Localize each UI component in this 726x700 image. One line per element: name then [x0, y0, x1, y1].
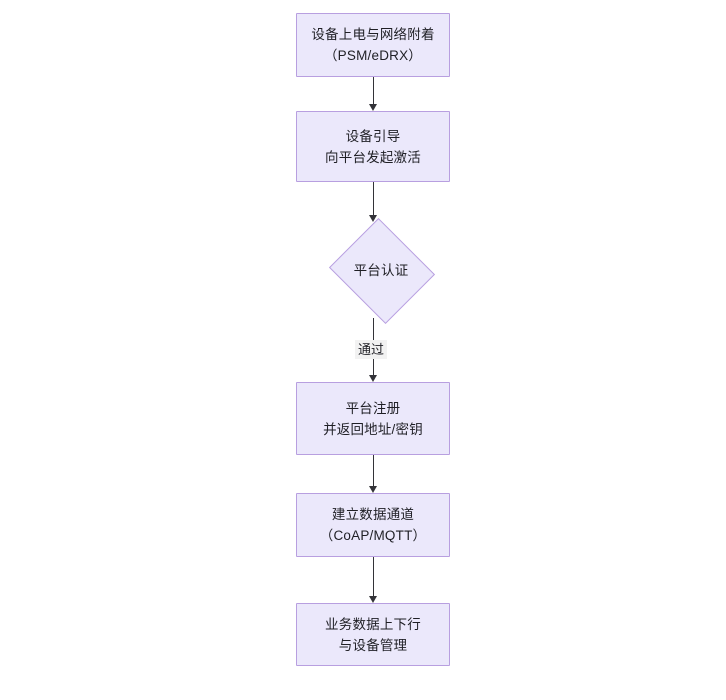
flow-node-line-1: 平台认证 — [353, 262, 409, 278]
flow-node-platform-auth-decision[interactable]: 平台认证 — [325, 217, 437, 325]
flow-node-line-2: （PSM/eDRX） — [323, 48, 423, 63]
flow-node-line-2: （CoAP/MQTT） — [319, 528, 427, 543]
flow-node-line-2: 并返回地址/密钥 — [323, 421, 423, 437]
flow-node-line-1: 建立数据通道 — [331, 507, 415, 522]
flow-node-establish-data-channel[interactable]: 建立数据通道 （CoAP/MQTT） — [296, 493, 450, 557]
flow-node-label: 平台认证 — [354, 260, 409, 281]
flow-node-device-power-on[interactable]: 设备上电与网络附着 （PSM/eDRX） — [296, 13, 450, 77]
flow-node-line-2: 向平台发起激活 — [325, 149, 421, 165]
flow-node-device-bootstrap[interactable]: 设备引导向平台发起激活 — [296, 111, 450, 182]
flow-node-platform-register[interactable]: 平台注册并返回地址/密钥 — [296, 382, 450, 455]
flow-edge-line — [373, 182, 375, 215]
flow-edge-line — [373, 557, 375, 596]
flow-node-label: 设备上电与网络附着 （PSM/eDRX） — [311, 24, 434, 66]
flow-node-line-1: 设备引导 — [345, 128, 401, 144]
flow-edge-label-pass: 通过 — [355, 340, 388, 359]
flow-node-label: 业务数据上下行与设备管理 — [325, 614, 421, 656]
flow-node-line-1: 业务数据上下行 — [325, 616, 421, 632]
flow-edge-line — [373, 455, 375, 486]
flow-edge-arrowhead — [369, 596, 378, 603]
flow-edge-arrowhead — [369, 215, 378, 222]
flow-edge-line — [373, 77, 375, 104]
flow-node-business-data-and-device-mgmt[interactable]: 业务数据上下行与设备管理 — [296, 603, 450, 666]
flow-edge-arrowhead — [369, 104, 378, 111]
flow-node-label: 设备引导向平台发起激活 — [325, 126, 421, 168]
flow-node-label: 平台注册并返回地址/密钥 — [323, 398, 423, 440]
flow-node-line-1: 平台注册 — [345, 400, 401, 416]
flow-node-label: 建立数据通道 （CoAP/MQTT） — [320, 504, 426, 546]
flow-edge-arrowhead — [369, 486, 378, 493]
flow-node-line-2: 与设备管理 — [338, 637, 408, 653]
flow-node-line-1: 设备上电与网络附着 — [311, 27, 435, 42]
flow-edge-arrowhead — [369, 375, 378, 382]
